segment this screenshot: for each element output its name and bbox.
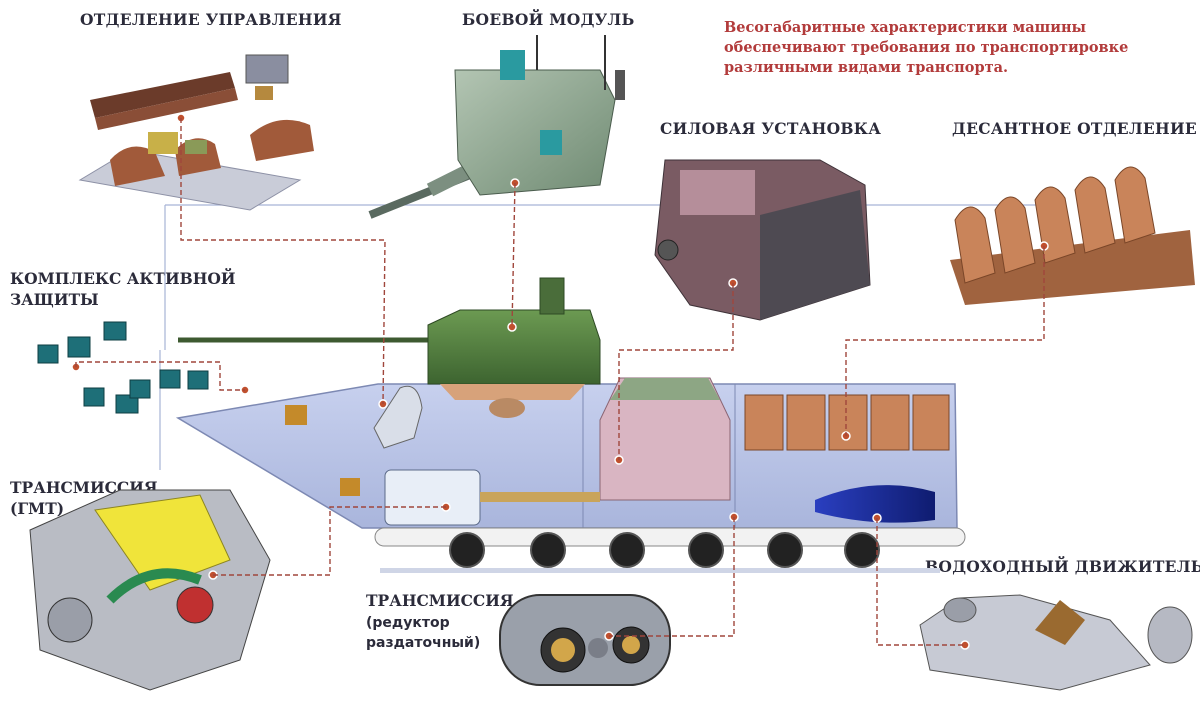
label-transmission-gmt-line2: (ГМТ) — [10, 499, 65, 518]
label-active-protection: КОМПЛЕКС АКТИВНОЙ ЗАЩИТЫ — [10, 268, 236, 310]
label-power-unit: СИЛОВАЯ УСТАНОВКА — [660, 119, 882, 138]
label-transmission-transfer: ТРАНСМИССИЯ — [366, 590, 514, 611]
label-transmission-transfer-sub: (редуктор раздаточный) — [366, 613, 480, 653]
label-active-protection-line1: КОМПЛЕКС АКТИВНОЙ — [10, 269, 236, 288]
active-protection-illustration — [37, 321, 209, 414]
label-transmission-transfer-line1: ТРАНСМИССИЯ — [366, 591, 514, 610]
label-transmission-transfer-line2: (редуктор — [366, 615, 450, 631]
combat-module-illustration — [368, 35, 625, 219]
troop-seats-illustration — [950, 166, 1195, 305]
transport-note: Весогабаритные характеристики машины обе… — [724, 19, 1129, 76]
label-combat-module: БОЕВОЙ МОДУЛЬ — [462, 10, 635, 29]
label-transmission-transfer-line3: раздаточный) — [366, 635, 481, 651]
dashed-leader-lines — [75, 118, 1045, 646]
vehicle-cross-section — [175, 277, 966, 573]
label-active-protection-line2: ЗАЩИТЫ — [10, 290, 99, 309]
power-unit-illustration — [654, 159, 871, 321]
transmission-gmt-illustration — [29, 489, 271, 691]
transfer-gearbox-illustration — [499, 594, 671, 686]
control-compartment-illustration — [78, 54, 314, 211]
water-jet-illustration — [919, 594, 1193, 691]
label-water-jet: ВОДОХОДНЫЙ ДВИЖИТЕЛЬ — [925, 557, 1200, 576]
label-control-compartment: ОТДЕЛЕНИЕ УПРАВЛЕНИЯ — [80, 10, 342, 29]
label-troop-compartment: ДЕСАНТНОЕ ОТДЕЛЕНИЕ — [952, 119, 1198, 138]
